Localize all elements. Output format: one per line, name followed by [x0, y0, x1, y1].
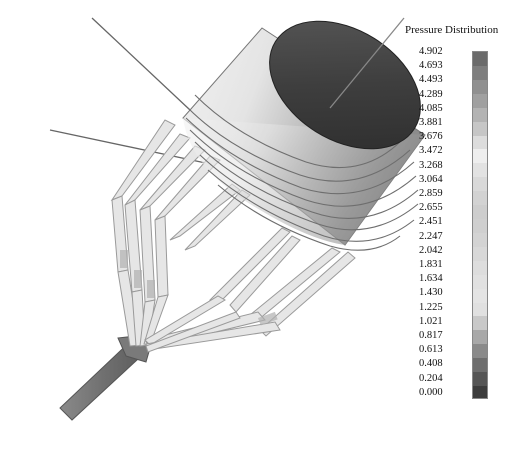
legend-value: 0.204 [419, 372, 443, 384]
legend-value: 0.613 [419, 344, 443, 356]
legend-value: 0.000 [419, 386, 443, 398]
colorbar-segment [473, 121, 487, 136]
colorbar-segment [473, 260, 487, 276]
colorbar-segment [473, 344, 487, 359]
colorbar-segment [473, 316, 487, 331]
drum-ring-bands [185, 94, 419, 251]
legend-value: 1.225 [419, 301, 443, 313]
colorbar-segment [473, 358, 487, 373]
colorbar-segment [473, 149, 487, 164]
legend-value: 3.881 [419, 117, 443, 128]
colorbar-segment [473, 232, 487, 248]
colorbar-segment [473, 219, 487, 234]
legend-value: 1.021 [419, 315, 443, 327]
legend-value: 0.817 [419, 330, 443, 341]
legend-value: 4.902 [419, 46, 443, 57]
legend-value: 2.451 [419, 216, 443, 228]
colorbar-segment [473, 302, 487, 317]
colorbar-segment [473, 274, 487, 290]
legend-value: 0.408 [419, 358, 443, 370]
legend-value: 4.289 [419, 88, 443, 100]
legend-value: 1.831 [419, 259, 443, 270]
colorbar-segment [473, 107, 487, 123]
legend-value: 2.859 [419, 188, 443, 199]
legend-value: 4.493 [419, 74, 443, 86]
colorbar-segment [473, 93, 487, 109]
legend-value: 1.430 [419, 287, 443, 299]
legend-value: 3.268 [419, 159, 443, 171]
colorbar-segment [473, 79, 487, 95]
colorbar-segment [473, 177, 487, 192]
colorbar-segment [473, 330, 487, 345]
colorbar-segment [473, 205, 487, 220]
colorbar-segment [473, 65, 487, 81]
annotation-leader-lines [49, 17, 216, 166]
legend-value: 2.655 [419, 202, 443, 214]
legend-value: 4.693 [419, 60, 443, 72]
legend-title: Pressure Distribution [405, 24, 499, 36]
cylindrical-drum [182, 20, 426, 251]
legend-value: 4.085 [419, 102, 443, 114]
branch-tubes [110, 119, 356, 353]
legend-value: 3.064 [419, 173, 443, 185]
legend-value: 1.634 [419, 273, 443, 285]
colorbar-segment [473, 246, 487, 262]
legend-value: 2.042 [419, 244, 443, 256]
colorbar-segment [473, 372, 487, 387]
legend-value: 2.247 [419, 230, 443, 242]
inlet-pipe [59, 335, 151, 421]
legend-colorbar [472, 51, 488, 399]
colorbar-segment [473, 52, 487, 67]
branch-tube-shading [120, 250, 278, 326]
legend-value: 3.472 [419, 145, 443, 157]
colorbar-segment [473, 191, 487, 206]
legend-value: 3.676 [419, 131, 443, 143]
colorbar-segment [473, 288, 487, 304]
colorbar-segment [473, 163, 487, 178]
annotation-leader-cap [329, 17, 405, 109]
colorbar-segment [473, 135, 487, 150]
colorbar-segment [473, 386, 487, 398]
